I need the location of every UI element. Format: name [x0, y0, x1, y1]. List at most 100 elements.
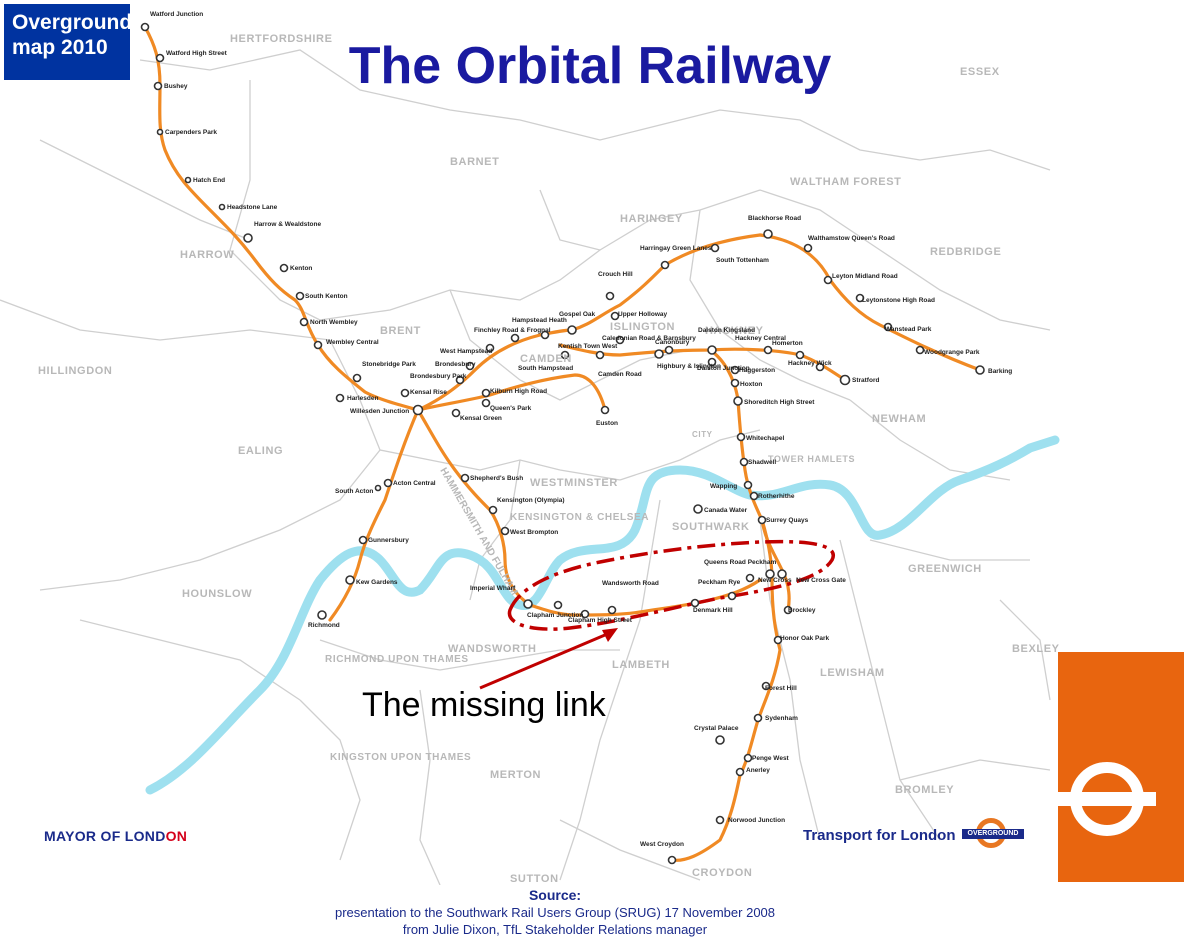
station-label: Headstone Lane — [227, 204, 278, 211]
badge-line-1: Overground — [12, 11, 133, 34]
station-label: Kew Gardens — [356, 579, 398, 586]
station-label: Hampstead Heath — [512, 317, 567, 324]
borough-label: HARINGEY — [620, 213, 683, 225]
station-label: Leyton Midland Road — [832, 273, 898, 280]
borough-label: EALING — [238, 445, 283, 457]
station-label: Upper Holloway — [618, 311, 668, 318]
station-label: Kentish Town West — [558, 343, 618, 350]
borough-label: TOWER HAMLETS — [768, 454, 855, 464]
station-label: Highbury & Islington — [657, 363, 721, 370]
station-label: Norwood Junction — [728, 817, 785, 824]
station-label: Richmond — [308, 622, 340, 629]
station-label: Carpenders Park — [165, 129, 217, 136]
station-label: Denmark Hill — [693, 607, 733, 614]
station-label: Queens Road Peckham — [704, 559, 776, 566]
borough-label: MERTON — [490, 769, 541, 781]
station-label: Walthamstow Queen's Road — [808, 235, 895, 242]
source-line-1: presentation to the Southwark Rail Users… — [334, 905, 776, 920]
station-label: New Cross — [758, 577, 792, 584]
borough-label: LEWISHAM — [820, 667, 885, 679]
station-label: Dalston Kingsland — [698, 327, 755, 334]
station-label: Willesden Junction — [350, 408, 409, 415]
station-label: Camden Road — [598, 371, 642, 378]
station-label: Surrey Quays — [766, 517, 809, 524]
station-label: Canada Water — [704, 507, 748, 514]
station-label: Hackney Wick — [788, 360, 832, 367]
source-citation: Source: presentation to the Southwark Ra… — [0, 887, 1110, 938]
mayor-text-on: ON — [165, 828, 188, 844]
station-label: Wembley Central — [326, 339, 379, 346]
station-label: Watford Junction — [150, 11, 203, 18]
tfl-roundel-bar — [1058, 792, 1156, 806]
station-label: Hatch End — [193, 177, 225, 184]
borough-label: WALTHAM FOREST — [790, 176, 901, 188]
overground-map-badge: Overground map 2010 — [4, 4, 133, 80]
missing-link-outline — [507, 539, 835, 631]
station-label: Wandsworth Road — [602, 580, 659, 587]
overground-lines — [143, 25, 982, 862]
borough-label: WANDSWORTH — [448, 643, 537, 655]
borough-label: HARROW — [180, 249, 234, 261]
station-label: Hackney Central — [735, 335, 786, 342]
badge-line-2: map 2010 — [12, 36, 108, 59]
orbital-railway-map: HERTFORDSHIRE ESSEX BARNET WALTHAM FORES… — [0, 11, 1060, 886]
tfl-logo-text: Transport for London — [803, 827, 956, 844]
station-label: Kensal Green — [460, 415, 502, 422]
station-label: Crystal Palace — [694, 725, 739, 732]
station-label: Homerton — [772, 340, 803, 347]
station-label: Haggerston — [739, 367, 775, 374]
borough-label: CROYDON — [692, 867, 752, 879]
borough-label: ISLINGTON — [610, 321, 675, 333]
borough-label: BRENT — [380, 325, 421, 337]
station-label: Honor Oak Park — [780, 635, 830, 642]
borough-label: BEXLEY — [1012, 643, 1060, 655]
station-label: Clapham High Street — [568, 617, 633, 624]
missing-link-label: The missing link — [362, 686, 607, 724]
station-label: Canonbury — [655, 339, 690, 346]
station-label: West Brompton — [510, 529, 558, 536]
station-label: West Croydon — [640, 841, 684, 848]
station-label: Barking — [988, 368, 1012, 375]
station-label: Harrow & Wealdstone — [254, 221, 321, 228]
station-label: Whitechapel — [746, 435, 784, 442]
borough-label: NEWHAM — [872, 413, 926, 425]
borough-label: REDBRIDGE — [930, 246, 1001, 258]
station-label: North Wembley — [310, 319, 358, 326]
station-label: Harringay Green Lanes — [640, 245, 712, 252]
station-label: Wapping — [710, 483, 737, 490]
borough-labels: HERTFORDSHIRE ESSEX BARNET WALTHAM FORES… — [38, 33, 1060, 885]
borough-label: BARNET — [450, 156, 499, 168]
station-label: Queen's Park — [490, 405, 532, 412]
borough-label: LAMBETH — [612, 659, 670, 671]
borough-label: BROMLEY — [895, 784, 954, 796]
borough-label: HOUNSLOW — [182, 588, 252, 600]
tfl-orange-panel — [1058, 652, 1184, 882]
station-label: Dalston Junction — [697, 365, 750, 372]
borough-label: HILLINGDON — [38, 365, 112, 377]
station-label: Gunnersbury — [368, 537, 409, 544]
overground-roundel: OVERGROUND — [962, 818, 1024, 854]
station-label: New Cross Gate — [796, 577, 846, 584]
borough-label: HACKNEY — [705, 325, 764, 337]
station-label: Watford High Street — [166, 50, 228, 57]
station-label: Brondesbury — [435, 361, 476, 368]
station-label: Shepherd's Bush — [470, 475, 523, 482]
station-label: Peckham Rye — [698, 579, 741, 586]
station-label: Harlesden — [347, 395, 378, 402]
station-label: Woodgrange Park — [924, 349, 980, 356]
borough-label: SOUTHWARK — [672, 521, 750, 533]
station-label: Brondesbury Park — [410, 373, 467, 380]
station-label: Stonebridge Park — [362, 361, 416, 368]
page-title: The Orbital Railway — [348, 37, 832, 95]
station-label: Acton Central — [393, 480, 436, 487]
borough-label: CAMDEN — [520, 353, 572, 365]
borough-label: RICHMOND UPON THAMES — [325, 654, 469, 665]
borough-label: GREENWICH — [908, 563, 982, 575]
station-label: South Tottenham — [716, 257, 769, 264]
station-label: Kensington (Olympia) — [497, 497, 565, 504]
station-label: Leytonstone High Road — [862, 297, 935, 304]
station-label: South Kenton — [305, 293, 348, 300]
station-label: Wanstead Park — [885, 326, 932, 333]
station-label: Crouch Hill — [598, 271, 633, 278]
station-label: South Acton — [335, 488, 373, 495]
